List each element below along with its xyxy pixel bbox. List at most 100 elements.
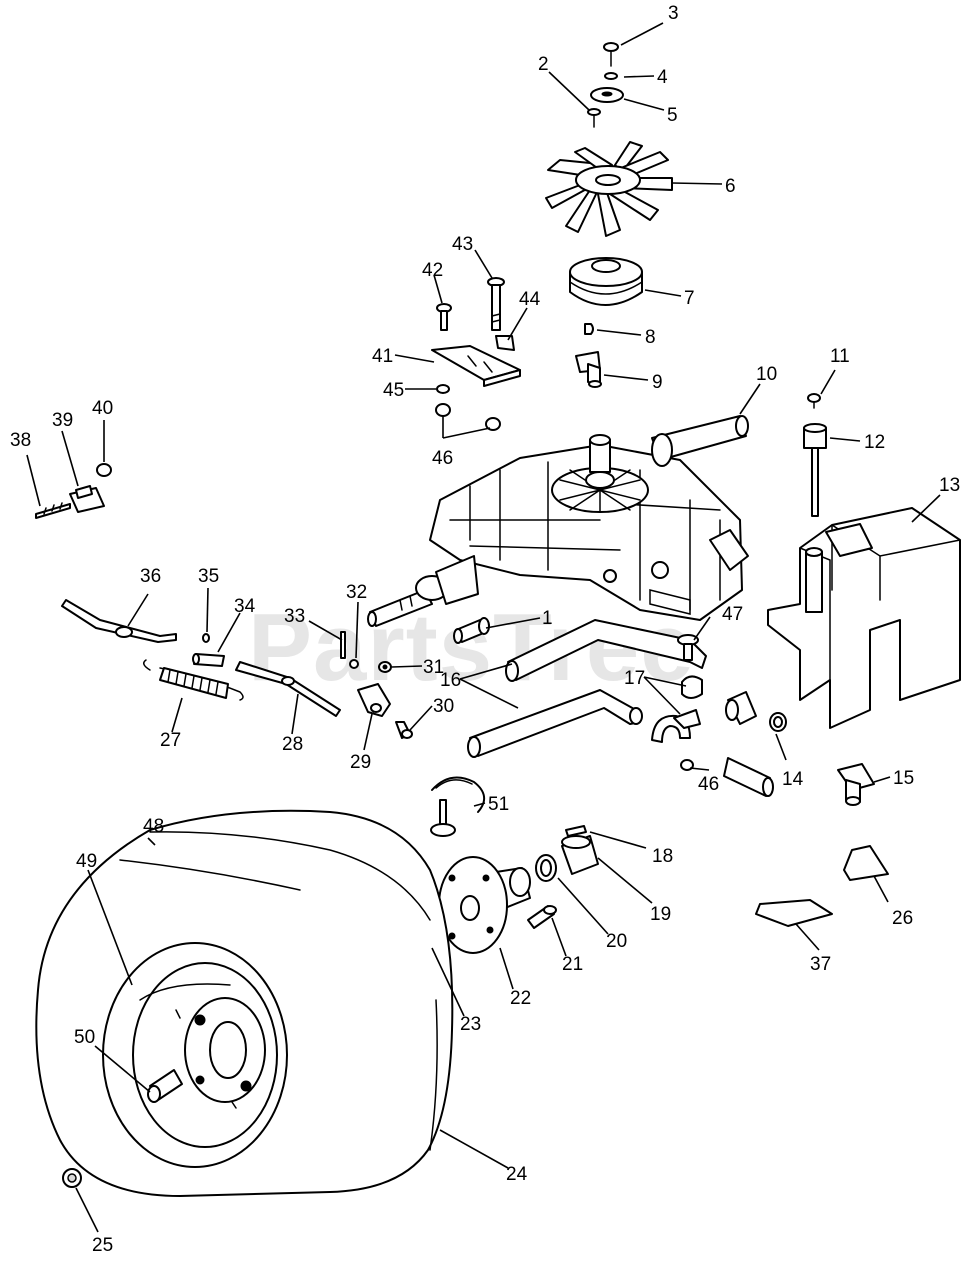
clamp-part-17 [651, 675, 703, 743]
label-45: 45 [383, 380, 404, 401]
label-46-upper: 46 [432, 448, 453, 469]
label-9: 9 [652, 372, 663, 393]
label-44: 44 [519, 289, 541, 310]
pin-part-18 [565, 825, 587, 837]
label-24: 24 [506, 1164, 528, 1185]
pin-part-35 [202, 633, 210, 643]
switch-part-39 [69, 485, 105, 513]
reservoir-tank-part-13 [767, 507, 961, 729]
nut-part-45 [436, 384, 450, 394]
nut-part-25 [62, 1168, 82, 1188]
hub-washer-part-5 [590, 87, 624, 103]
label-30: 30 [433, 696, 454, 717]
coupler-tube [725, 691, 757, 725]
label-41: 41 [372, 346, 393, 367]
label-31: 31 [423, 657, 444, 678]
screw-part-2 [587, 108, 601, 128]
lever-bracket-part-29 [357, 683, 391, 717]
label-7: 7 [684, 288, 695, 309]
label-2: 2 [538, 54, 549, 75]
bolt-part-3 [603, 42, 619, 67]
transaxle-assembly [429, 434, 749, 621]
bolt-part-43 [487, 277, 505, 331]
lever-part-36 [61, 599, 177, 643]
label-36: 36 [140, 566, 161, 587]
hub-part-22 [438, 856, 531, 954]
part-number-labels: 1 2 3 4 5 6 7 8 9 10 11 12 13 14 15 16 1… [10, 3, 960, 1256]
screw-part-38 [35, 502, 71, 519]
label-22: 22 [510, 988, 531, 1009]
label-15: 15 [893, 768, 914, 789]
rod-part-28 [235, 661, 341, 717]
ball-part-32 [349, 659, 359, 669]
label-10: 10 [756, 364, 777, 385]
label-32: 32 [346, 582, 367, 603]
fitting-part-1 [453, 617, 490, 644]
label-38: 38 [10, 430, 31, 451]
washer-part-31 [378, 661, 392, 673]
label-35: 35 [198, 566, 219, 587]
label-12: 12 [864, 432, 885, 453]
nut-part-46-upper [435, 403, 501, 431]
pad-part-37 [755, 899, 833, 927]
axle-shaft-left [367, 555, 479, 627]
rim-part-49 [102, 942, 288, 1168]
label-4: 4 [657, 67, 668, 88]
nut-part-46-lower [680, 759, 694, 771]
label-42: 42 [422, 260, 443, 281]
clip-part-44 [495, 335, 515, 351]
label-46-lower: 46 [698, 774, 719, 795]
bracket-plate-part-41 [431, 345, 521, 387]
label-17: 17 [624, 668, 645, 689]
elbow-fitting-part-15 [837, 763, 875, 806]
label-14: 14 [782, 769, 804, 790]
label-51: 51 [488, 794, 509, 815]
label-21: 21 [562, 954, 583, 975]
dipstick-cap-part-12 [803, 423, 827, 517]
label-23: 23 [460, 1014, 481, 1035]
label-33: 33 [284, 606, 305, 627]
elbow-fitting-part-9 [575, 351, 602, 388]
label-43: 43 [452, 234, 473, 255]
hose-part-16-lower [467, 689, 643, 758]
pin-part-33 [340, 631, 346, 659]
label-8: 8 [645, 327, 656, 348]
leader-lines [26, 22, 941, 1233]
label-20: 20 [606, 931, 627, 952]
spacer-part-34 [192, 653, 225, 667]
bolt-part-42 [436, 303, 452, 331]
label-34: 34 [234, 596, 256, 617]
label-26: 26 [892, 908, 913, 929]
spring-part-27 [143, 659, 244, 701]
nut-part-40 [96, 463, 112, 477]
label-49: 49 [76, 851, 97, 872]
label-28: 28 [282, 734, 303, 755]
valve-stem-part-50 [147, 1069, 183, 1103]
output-shaft-part-10 [651, 415, 749, 467]
pulley-part-7 [569, 257, 643, 306]
washer-part-20 [535, 854, 557, 882]
retainer-part-51 [430, 776, 485, 837]
label-29: 29 [350, 752, 371, 773]
label-27: 27 [160, 730, 181, 751]
label-3: 3 [668, 3, 679, 24]
label-11: 11 [830, 346, 850, 367]
bolt-part-47 [677, 634, 699, 661]
screw-part-11 [807, 393, 821, 409]
label-50: 50 [74, 1027, 95, 1048]
label-39: 39 [52, 410, 73, 431]
hose-clamp-part-14 [723, 712, 787, 797]
bolt-part-21 [527, 905, 557, 929]
label-5: 5 [667, 105, 678, 126]
label-13: 13 [939, 475, 960, 496]
key-part-8 [584, 323, 594, 335]
label-47: 47 [722, 604, 743, 625]
label-6: 6 [725, 176, 736, 197]
label-48: 48 [143, 816, 164, 837]
pad-part-26 [843, 845, 889, 881]
cooling-fan-part-6 [545, 141, 673, 237]
washer-part-4 [604, 72, 618, 80]
label-18: 18 [652, 846, 673, 867]
label-1: 1 [542, 608, 553, 629]
